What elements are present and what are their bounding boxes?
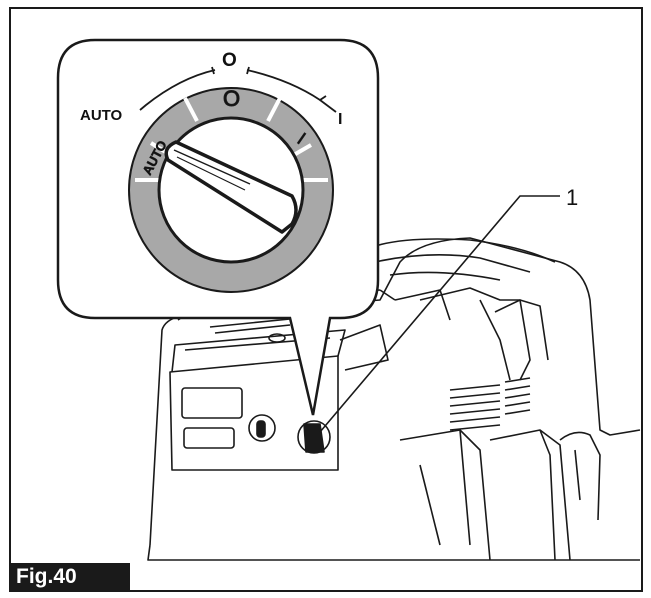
position-label-auto: AUTO [80, 107, 123, 124]
ring-label-off: O [223, 86, 240, 111]
figure-frame [9, 7, 643, 592]
figure-label: Fig.40 [10, 563, 130, 591]
callout-number: 1 [566, 185, 578, 210]
callout-leader-line [319, 195, 560, 433]
device-body [147, 237, 641, 561]
dial-position-markers [139, 66, 337, 113]
position-label-on: I [338, 111, 342, 128]
dial-pointer [164, 140, 298, 234]
mode-dial: AUTO O I [128, 86, 334, 293]
position-label-off: O [222, 50, 237, 71]
